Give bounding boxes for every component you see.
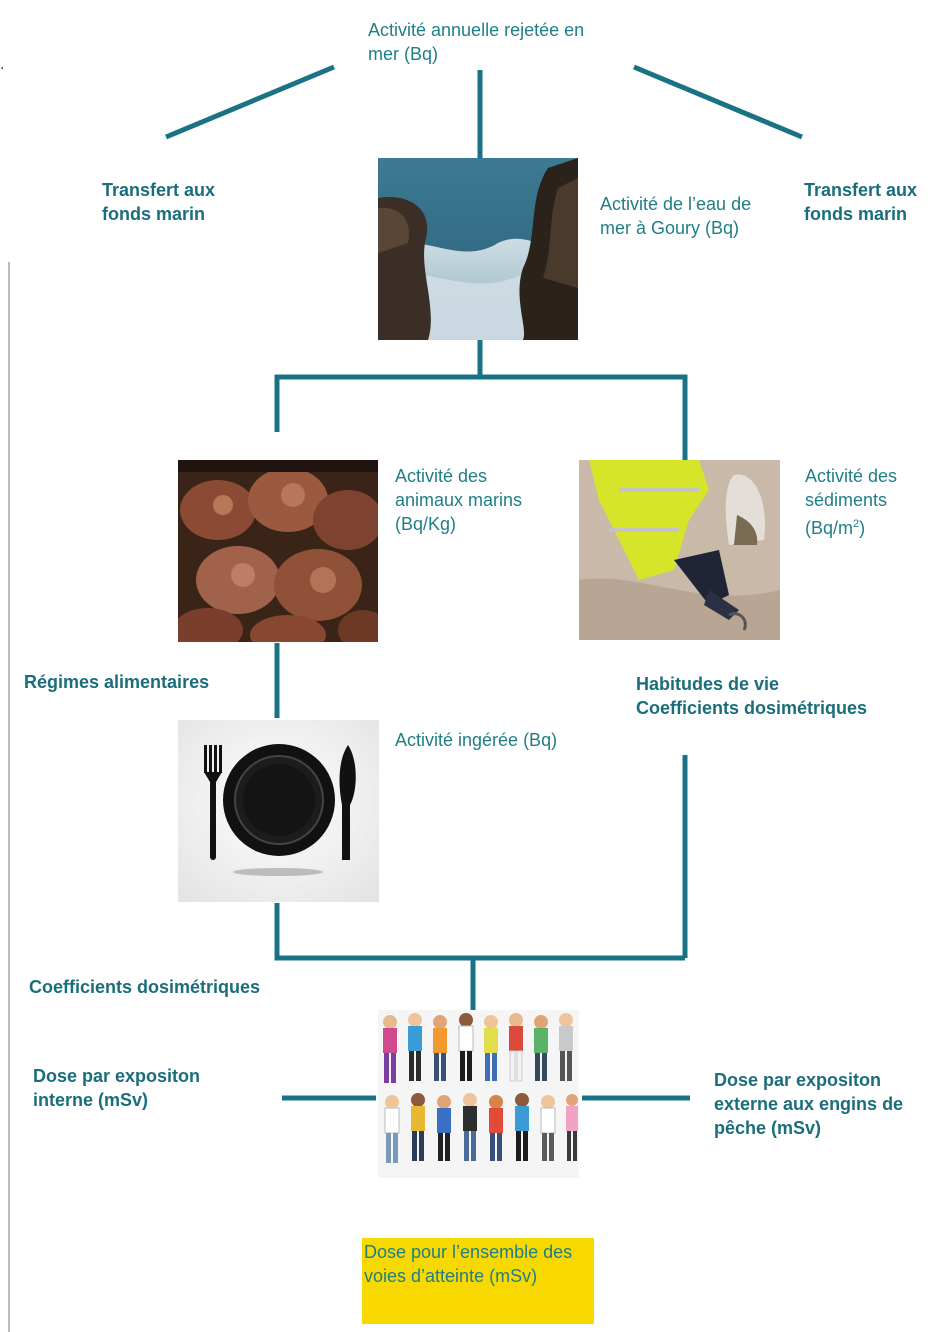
seabed-transfer-right: Transfert aux fonds marin (804, 180, 918, 224)
seawater-activity-label: Activité de l’eau de mer à Goury (Bq) (600, 194, 752, 238)
seawater-photo (378, 158, 578, 340)
sediments-activity-label: Activité des sédiments (Bq/m2) (805, 464, 925, 540)
marine-animals-activity-label: Activité des animaux marins (Bq/Kg) (395, 466, 523, 534)
annual-release-label: Activité annuelle rejetée en mer (Bq) (368, 20, 585, 64)
lifestyle-line-1: Habitudes de vie (636, 674, 780, 694)
line-top-left (165, 64, 335, 140)
dose-coefficients-label: Coefficients dosimétriques (29, 977, 261, 997)
people-illustration (378, 1010, 579, 1178)
internal-dose-label: Dose par expositon interne (mSv) (33, 1066, 201, 1110)
ingested-activity-label: Activité ingérée (Bq) (395, 730, 558, 750)
plate-photo (178, 720, 379, 902)
sediments-photo (579, 460, 780, 640)
lifestyle-label: Habitudes de vie Coefficients dosimétriq… (636, 672, 926, 720)
line-split (274, 374, 688, 460)
external-dose-label: Dose par expositon externe aux engins de… (714, 1070, 904, 1138)
marine-animals-photo (178, 460, 378, 642)
sediments-unit-exponent: 2 (853, 518, 860, 530)
line-merge (274, 903, 685, 961)
stray-mark: . (0, 56, 5, 73)
seabed-transfer-left: Transfert aux fonds marin (102, 180, 216, 224)
diet-label: Régimes alimentaires (24, 672, 210, 692)
sediments-activity-close: ) (859, 518, 866, 538)
lifestyle-line-2: Coefficients dosimétriques (636, 698, 868, 718)
line-top-right (633, 64, 803, 140)
sediments-activity-text: Activité des sédiments (Bq/m (805, 466, 898, 538)
total-dose-box: Dose pour l’ensemble des voies d’atteint… (362, 1238, 594, 1324)
